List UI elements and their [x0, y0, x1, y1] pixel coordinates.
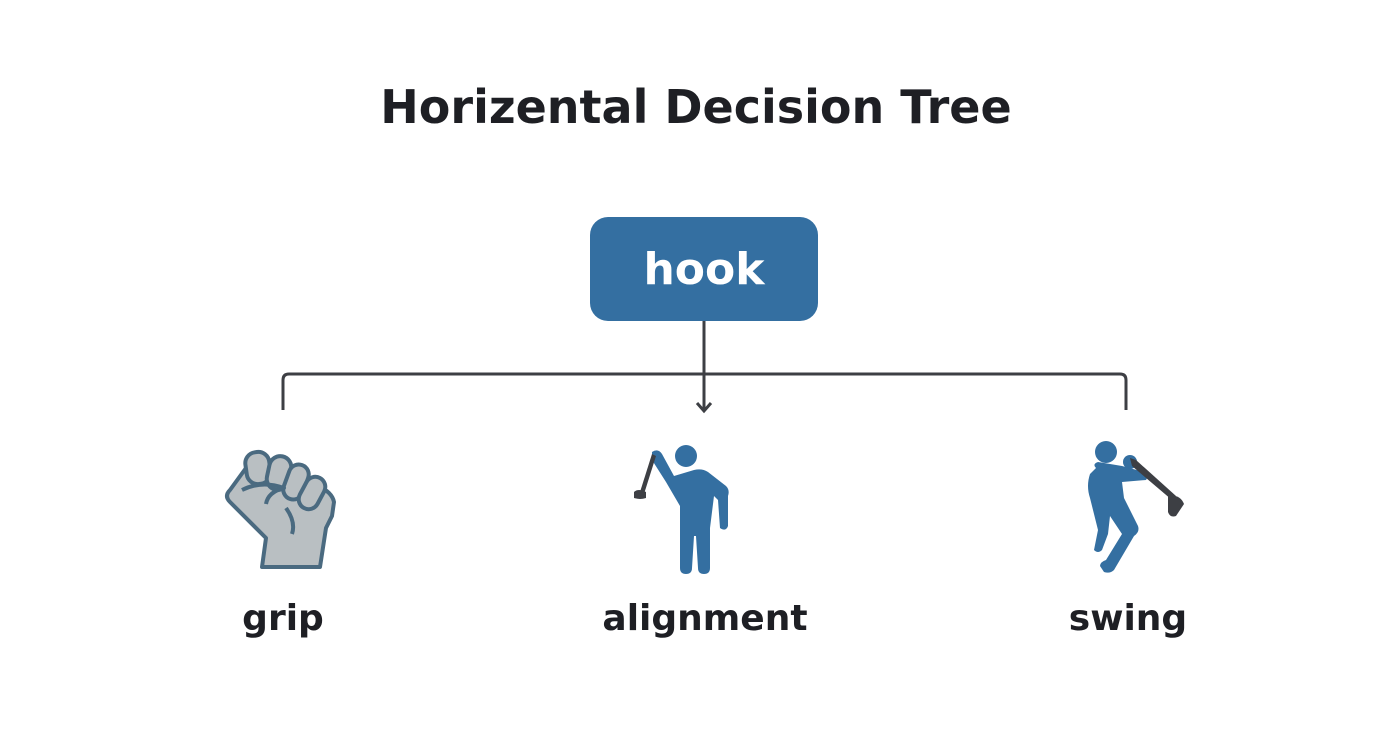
child-label-alignment: alignment [602, 598, 808, 639]
diagram-title: Horizental Decision Tree [380, 80, 1012, 134]
root-node-label: hook [643, 243, 765, 295]
child-label-swing: swing [1068, 598, 1188, 639]
child-label-grip: grip [242, 598, 324, 639]
golfer-standing-icon [634, 445, 729, 574]
root-node[interactable]: hook [590, 217, 818, 321]
fist-icon [225, 449, 336, 569]
golfer-swinging-icon [1088, 441, 1184, 573]
